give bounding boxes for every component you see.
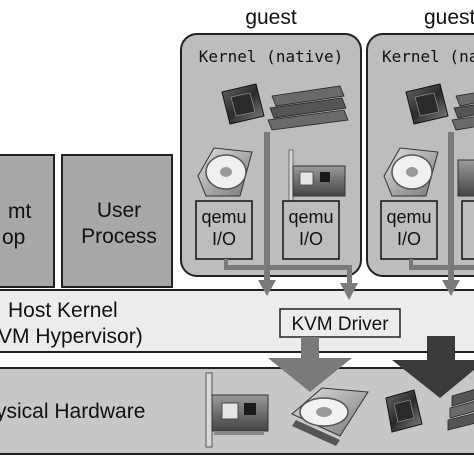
user-process-line1: User bbox=[97, 199, 141, 222]
cpu-chip-icon bbox=[385, 389, 423, 433]
qemu-io-box bbox=[461, 200, 474, 260]
user-process-line2: Process bbox=[81, 225, 157, 248]
hypervisor-label: VM Hypervisor) bbox=[0, 325, 143, 348]
hard-disk-icon bbox=[291, 387, 369, 446]
guest-cpu-icon bbox=[405, 83, 449, 125]
qemu-io-box: qemu I/O bbox=[380, 200, 438, 260]
qemu-io-box: qemu I/O bbox=[195, 200, 253, 260]
guest-network-card-icon bbox=[457, 159, 474, 197]
guest-vm-2: Kernel (native) qemu I/O bbox=[366, 33, 474, 277]
host-to-hardware-arrows bbox=[268, 336, 474, 398]
guest-title-1: guest bbox=[245, 6, 297, 29]
qemu-io-line2: I/O bbox=[212, 229, 236, 249]
kvm-driver-label: KVM Driver bbox=[291, 314, 389, 335]
physical-hardware-layer: ysical Hardware bbox=[0, 367, 474, 455]
host-kernel-label: Host Kernel bbox=[8, 299, 118, 322]
guest-memory-icon bbox=[451, 92, 474, 131]
qemu-io-line2: I/O bbox=[299, 229, 323, 249]
qemu-io-line1: qemu bbox=[288, 207, 333, 227]
mgmt-app-process: mt op bbox=[0, 154, 55, 288]
qemu-io-line2: I/O bbox=[397, 229, 421, 249]
network-card-icon bbox=[205, 372, 269, 448]
physical-hardware-label: ysical Hardware bbox=[0, 400, 145, 423]
user-process: User Process bbox=[61, 154, 173, 288]
mgmt-app-line2: op bbox=[2, 226, 25, 249]
guest-memory-icon bbox=[267, 85, 349, 131]
mgmt-app-line1: mt bbox=[8, 200, 31, 223]
memory-modules-icon bbox=[447, 389, 474, 431]
guest-disk-icon bbox=[383, 147, 439, 197]
guest-io-arrows bbox=[224, 132, 474, 300]
qemu-io-box: qemu I/O bbox=[282, 200, 340, 260]
guest-cpu-icon bbox=[221, 83, 265, 125]
guest-disk-icon bbox=[197, 147, 253, 197]
qemu-io-line1: qemu bbox=[201, 207, 246, 227]
guest-title-2: guest bbox=[424, 6, 474, 29]
guest-network-card-icon bbox=[288, 149, 346, 205]
kvm-driver-box: KVM Driver bbox=[279, 308, 401, 338]
guest-kernel-label-1: Kernel (native) bbox=[199, 47, 344, 66]
guest-vm-1: Kernel (native) qemu I/O bbox=[180, 33, 362, 277]
qemu-io-line1: qemu bbox=[386, 207, 431, 227]
guest-kernel-label-2: Kernel (native) bbox=[382, 47, 474, 66]
host-kernel-layer: Host Kernel VM Hypervisor) bbox=[0, 289, 474, 353]
